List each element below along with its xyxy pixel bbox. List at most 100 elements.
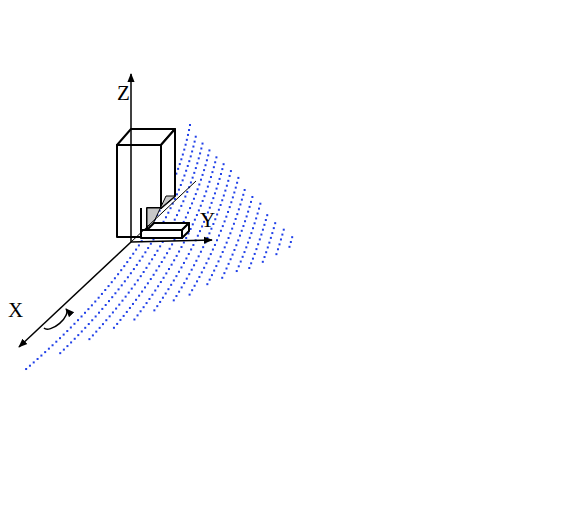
- scan-point: [150, 278, 152, 280]
- scan-point: [119, 319, 121, 321]
- scan-point: [70, 326, 72, 328]
- scan-point: [52, 344, 54, 346]
- scan-point: [180, 246, 182, 248]
- scan-point: [132, 253, 134, 255]
- scan-point: [158, 265, 160, 267]
- x-axis: [19, 242, 131, 347]
- scan-point: [133, 318, 135, 320]
- scan-point: [98, 312, 100, 314]
- scan-point: [210, 253, 212, 255]
- scan-point: [88, 338, 90, 340]
- scan-point: [221, 277, 223, 279]
- scan-point: [205, 262, 207, 264]
- scan-point: [126, 261, 128, 263]
- scan-point: [196, 162, 198, 164]
- scan-point: [66, 345, 68, 347]
- scan-point: [171, 264, 173, 266]
- scan-point: [200, 205, 202, 207]
- scan-point: [118, 288, 120, 290]
- scan-point: [250, 201, 252, 203]
- scan-point: [116, 323, 118, 325]
- scan-point: [121, 284, 123, 286]
- scan-point: [59, 337, 61, 339]
- scan-point: [173, 259, 175, 261]
- scan-point: [216, 239, 218, 241]
- scan-point: [114, 277, 116, 279]
- bracket-shade: [147, 196, 175, 226]
- scan-point: [190, 155, 192, 157]
- scan-point: [104, 289, 106, 291]
- scan-point: [180, 158, 182, 160]
- scan-point: [191, 269, 193, 271]
- scan-point: [59, 352, 61, 354]
- scan-point: [170, 207, 172, 209]
- scan-point: [84, 312, 86, 314]
- scan-point: [143, 306, 145, 308]
- scan-point: [232, 196, 234, 198]
- scan-point: [147, 247, 149, 249]
- scan-point: [217, 183, 219, 185]
- scan-point: [187, 165, 189, 167]
- scan-point: [178, 210, 180, 212]
- scan-point: [135, 299, 137, 301]
- scan-point: [254, 222, 256, 224]
- scan-point: [187, 212, 189, 214]
- scan-point: [191, 150, 193, 152]
- scan-points: [25, 124, 293, 370]
- scan-point: [205, 190, 207, 192]
- scan-point: [263, 224, 265, 226]
- scan-point: [140, 310, 142, 312]
- scan-point: [283, 229, 285, 231]
- scan-point: [204, 242, 206, 244]
- scan-point: [228, 237, 230, 239]
- scan-point: [148, 263, 150, 265]
- scan-point: [176, 255, 178, 257]
- scan-point: [267, 246, 269, 248]
- scan-point: [190, 181, 192, 183]
- scan-point: [214, 192, 216, 194]
- scan-point: [224, 190, 226, 192]
- axis-label: X: [8, 300, 23, 321]
- scan-point: [176, 193, 178, 195]
- scan-point: [227, 211, 229, 213]
- scan-point: [208, 181, 210, 183]
- scan-point: [177, 168, 179, 170]
- scan-point: [236, 182, 238, 184]
- scan-point: [216, 188, 218, 190]
- scan-point: [140, 275, 142, 277]
- scan-point: [241, 199, 243, 201]
- scan-point: [137, 314, 139, 316]
- scan-point: [243, 251, 245, 253]
- scan-point: [193, 172, 195, 174]
- scan-point: [126, 311, 128, 313]
- scan-point: [235, 187, 237, 189]
- scan-point: [277, 248, 279, 250]
- scan-point: [186, 278, 188, 280]
- scan-point: [120, 269, 122, 271]
- scan-point: [199, 152, 201, 154]
- scan-point: [182, 179, 184, 181]
- scan-point: [212, 197, 214, 199]
- scan-point: [163, 257, 165, 259]
- scan-point: [273, 227, 275, 229]
- scan-point: [142, 256, 144, 258]
- scan-point: [111, 296, 113, 298]
- scan-point: [250, 232, 252, 234]
- scan-point: [155, 270, 157, 272]
- scan-point: [274, 222, 276, 224]
- scan-point: [232, 254, 234, 256]
- scan-point: [185, 170, 187, 172]
- scan-point: [188, 129, 190, 131]
- scan-point: [169, 248, 171, 250]
- scan-point: [130, 272, 132, 274]
- scan-point: [270, 237, 272, 239]
- scan-point: [150, 243, 152, 245]
- scan-point: [115, 308, 117, 310]
- scan-point: [117, 273, 119, 275]
- scan-point: [229, 232, 231, 234]
- bracket-foot-front: [141, 230, 182, 238]
- scan-point: [183, 175, 185, 177]
- scan-point: [218, 235, 220, 237]
- scan-point: [198, 255, 200, 257]
